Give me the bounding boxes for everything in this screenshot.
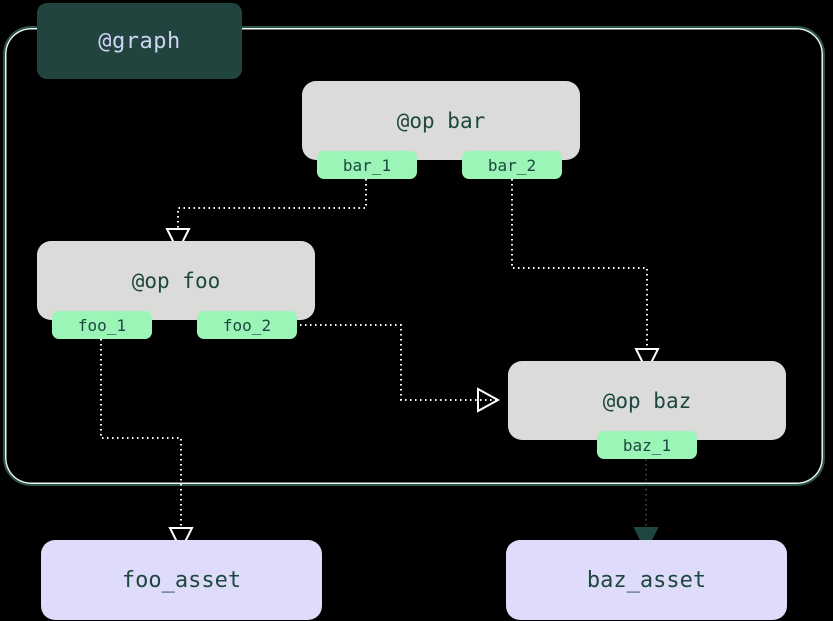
op-node-label: @op foo [131, 268, 221, 293]
output-port-baz_1[interactable]: baz_1 [597, 431, 697, 459]
op-node-baz[interactable]: @op baz [508, 361, 786, 440]
asset-node-label: foo_asset [121, 567, 242, 593]
output-port-label: foo_1 [77, 315, 127, 335]
output-port-label: baz_1 [622, 435, 672, 455]
asset-node-label: baz_asset [586, 567, 707, 593]
output-port-foo_1[interactable]: foo_1 [52, 311, 152, 339]
op-node-label: @op bar [396, 108, 486, 133]
graph-boundary [3, 26, 825, 486]
output-port-label: foo_2 [222, 315, 272, 335]
op-node-foo[interactable]: @op foo [37, 241, 315, 320]
output-port-bar_2[interactable]: bar_2 [462, 151, 562, 179]
output-port-bar_1[interactable]: bar_1 [317, 151, 417, 179]
output-port-label: bar_2 [487, 155, 537, 175]
output-port-foo_2[interactable]: foo_2 [197, 311, 297, 339]
graph-title-chip: @graph [37, 3, 242, 79]
op-node-label: @op baz [602, 388, 692, 413]
output-port-label: bar_1 [342, 155, 392, 175]
asset-node-foo_asset[interactable]: foo_asset [41, 540, 322, 620]
graph-title-label: @graph [98, 28, 181, 54]
asset-node-baz_asset[interactable]: baz_asset [506, 540, 787, 620]
op-node-bar[interactable]: @op bar [302, 81, 580, 160]
